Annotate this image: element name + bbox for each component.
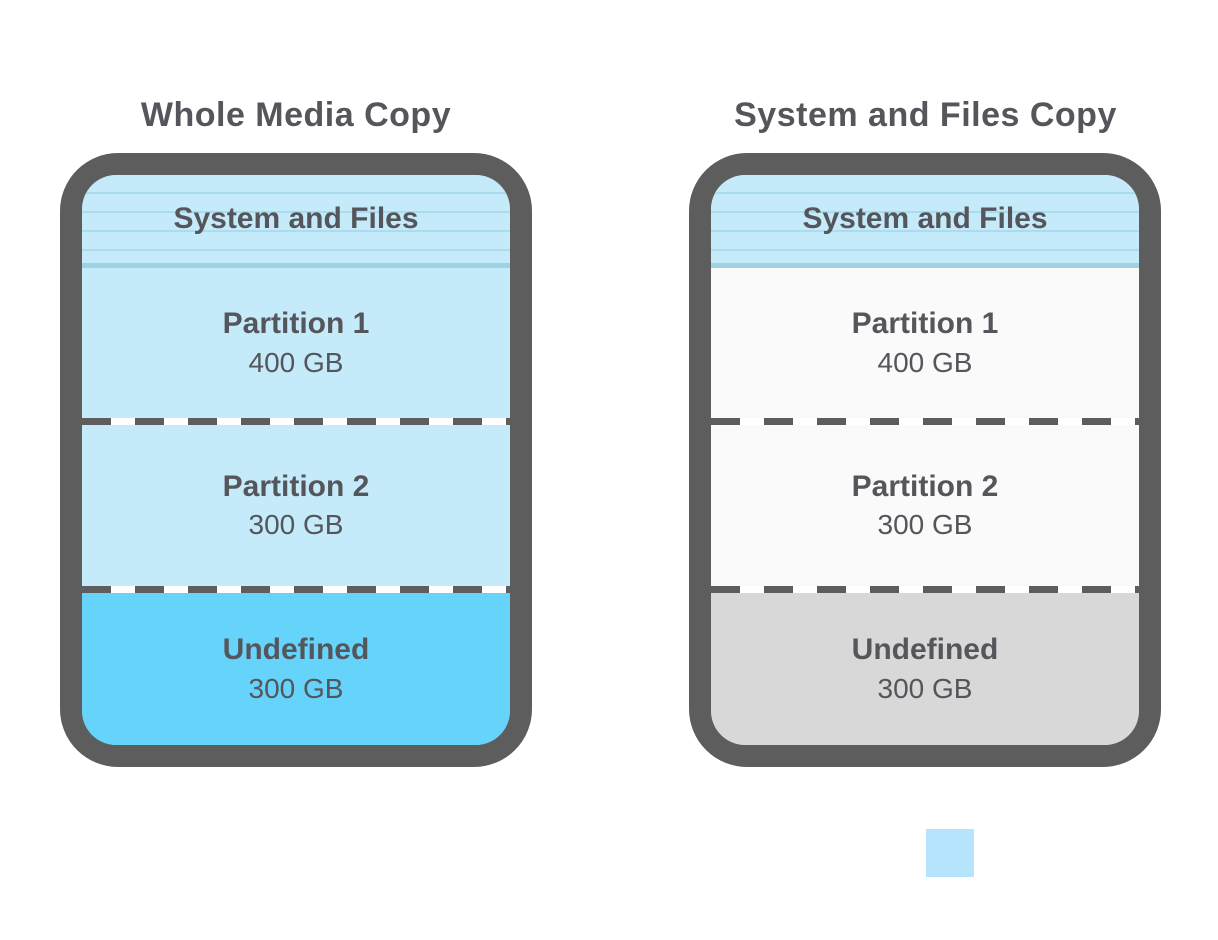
section-label: Partition 1 — [222, 307, 370, 341]
system-files-device: System and Files Partition 1 400 GB Part… — [689, 153, 1161, 767]
whole-media-device-inner: System and Files Partition 1 400 GB Part… — [82, 175, 510, 745]
dashed-divider — [711, 586, 1139, 593]
section-label: Partition 2 — [222, 469, 370, 503]
dashed-divider — [711, 418, 1139, 425]
section-size: 400 GB — [248, 346, 344, 378]
section-label: System and Files — [173, 201, 419, 235]
section-size: 300 GB — [877, 672, 973, 704]
legend-swatch — [926, 829, 974, 877]
section-size: 300 GB — [877, 509, 973, 541]
section-partition-2: Partition 2 300 GB — [82, 425, 510, 586]
section-size: 300 GB — [248, 672, 344, 704]
section-system-and-files: System and Files — [711, 175, 1139, 268]
section-undefined: Undefined 300 GB — [82, 593, 510, 745]
system-files-device-inner: System and Files Partition 1 400 GB Part… — [711, 175, 1139, 745]
section-partition-1: Partition 1 400 GB — [711, 268, 1139, 418]
section-label: Undefined — [851, 633, 999, 667]
section-label: Undefined — [222, 633, 370, 667]
section-label: Partition 2 — [851, 469, 999, 503]
section-label: System and Files — [802, 201, 1048, 235]
section-partition-1: Partition 1 400 GB — [82, 268, 510, 418]
whole-media-device: System and Files Partition 1 400 GB Part… — [60, 153, 532, 767]
section-undefined: Undefined 300 GB — [711, 593, 1139, 745]
whole-media-copy-title: Whole Media Copy — [140, 96, 452, 134]
dashed-divider — [82, 418, 510, 425]
dashed-divider — [82, 586, 510, 593]
section-size: 400 GB — [877, 346, 973, 378]
section-partition-2: Partition 2 300 GB — [711, 425, 1139, 586]
section-size: 300 GB — [248, 509, 344, 541]
system-and-files-copy-title: System and Files Copy — [734, 96, 1117, 134]
section-system-and-files: System and Files — [82, 175, 510, 268]
section-label: Partition 1 — [851, 307, 999, 341]
